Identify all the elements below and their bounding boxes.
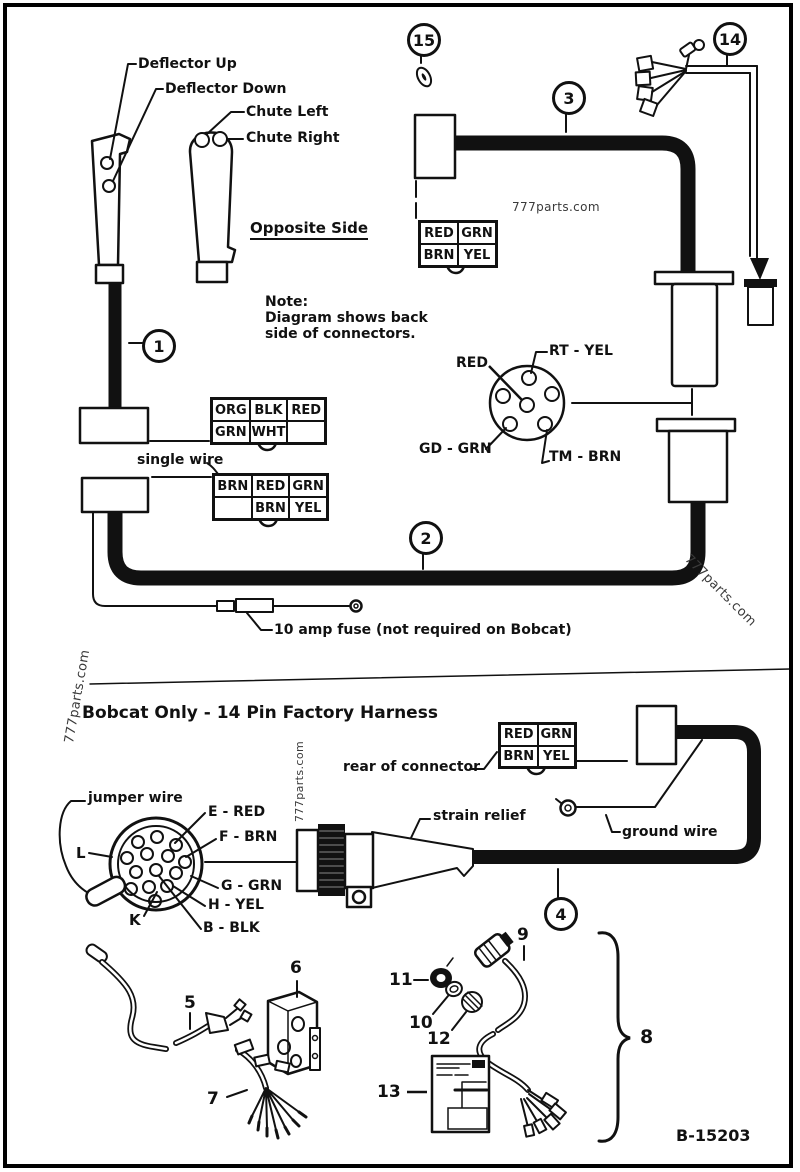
wire-cell: GRN — [212, 421, 250, 443]
callout-9: 9 — [517, 925, 529, 945]
pin-e-label: E - RED — [208, 804, 266, 820]
wire-cell — [214, 497, 252, 519]
wire-cell: RED — [500, 724, 538, 746]
wire-cell: RED — [287, 399, 325, 421]
wire-cell — [287, 421, 325, 443]
main-harness-wire — [107, 500, 706, 586]
round-pin-red-label: RED — [456, 355, 488, 371]
wire-cell: BRN — [214, 475, 252, 497]
deflector-up-label: Deflector Up — [138, 56, 237, 72]
deflector-down-label: Deflector Down — [165, 81, 287, 97]
callout-15: 15 — [407, 23, 441, 57]
callout-5: 5 — [184, 993, 196, 1013]
round-pin-tm-label: TM - BRN — [549, 449, 622, 465]
wire-table-bobcat: RED GRN BRN YEL — [498, 722, 577, 769]
pin-k-label: K — [129, 911, 141, 929]
chute-right-label: Chute Right — [246, 130, 340, 146]
watermark-middle: 777parts.com — [293, 740, 306, 822]
pin-b-label: B - BLK — [203, 920, 260, 936]
callout-12: 12 — [427, 1029, 451, 1049]
bobcat-section-title: Bobcat Only - 14 Pin Factory Harness — [82, 703, 438, 723]
watermark-top: 777parts.com — [512, 200, 601, 214]
wire-cell: BRN — [500, 745, 538, 767]
section-divider — [89, 668, 791, 685]
fuse-label: 10 amp fuse (not required on Bobcat) — [274, 622, 572, 638]
wire-cell: RED — [251, 475, 290, 497]
wire-table-lower-left: BRN RED GRN BRN YEL — [212, 473, 329, 521]
callout-2: 2 — [409, 521, 443, 555]
wire-cell: YEL — [289, 497, 327, 519]
fused-wire — [92, 511, 363, 631]
callout-1: 1 — [142, 329, 176, 363]
wire-cell: YEL — [458, 244, 496, 266]
item8-brace — [597, 931, 631, 1143]
bobcat-section — [204, 704, 761, 909]
callout-10: 10 — [409, 1013, 433, 1033]
opposite-side-label: Opposite Side — [250, 219, 369, 240]
pin-f-label: F - BRN — [219, 829, 278, 845]
control-lever-left — [90, 132, 132, 285]
wire-cell: BRN — [420, 244, 458, 266]
drawing-number: B-15203 — [676, 1126, 751, 1145]
callout-7: 7 — [207, 1089, 219, 1109]
cylindrical-connectors — [571, 270, 737, 504]
note-line2: side of connectors. — [265, 326, 416, 342]
item6-plate — [266, 980, 321, 1076]
round-pin-gd-label: GD - GRN — [419, 441, 492, 457]
round-pin-rt-label: RT - YEL — [549, 343, 613, 359]
wire-cell: YEL — [537, 745, 575, 767]
wire-cell: ORG — [212, 399, 250, 421]
callout-11: 11 — [389, 970, 413, 990]
item5-cable — [85, 943, 253, 1052]
wire-cell: GRN — [537, 724, 575, 746]
strain-relief-label: strain relief — [433, 808, 526, 824]
callout-13: 13 — [377, 1082, 401, 1102]
item13-sheet — [407, 1054, 491, 1134]
pin14-connector-face — [58, 800, 219, 930]
callout-8: 8 — [640, 1026, 654, 1048]
pin-g-label: G - GRN — [221, 878, 283, 894]
callout-6: 6 — [290, 958, 302, 978]
note-block: Note: Diagram shows back side of connect… — [265, 294, 428, 342]
wire-cell: BLK — [249, 399, 288, 421]
control-lever-right — [188, 131, 237, 284]
jumper-wire-label: jumper wire — [88, 790, 183, 806]
note-line1: Diagram shows back — [265, 310, 428, 326]
wire-table-upper-left: ORG BLK RED GRN WHT — [210, 397, 327, 445]
callout-14: 14 — [713, 22, 747, 56]
callout-4: 4 — [544, 897, 578, 931]
item11-nut — [413, 957, 454, 988]
item14-harness — [634, 39, 777, 326]
item10-washer — [432, 980, 463, 1015]
rear-of-connector-label: rear of connector — [343, 759, 481, 775]
grommet — [415, 51, 433, 88]
pin-l-label: L — [76, 844, 86, 862]
wire-cell: WHT — [249, 421, 288, 443]
item3-connector — [413, 110, 696, 271]
item9-cable — [474, 931, 567, 1138]
note-title: Note: — [265, 294, 309, 310]
wire-table-top: RED GRN BRN YEL — [418, 220, 498, 268]
pin-h-label: H - YEL — [208, 897, 264, 913]
wire-cell: RED — [420, 222, 458, 244]
ground-wire-label: ground wire — [622, 824, 718, 840]
wire-cell: GRN — [458, 222, 496, 244]
callout-3: 3 — [552, 81, 586, 115]
round-connector — [485, 351, 566, 464]
item7-harness — [226, 1038, 308, 1140]
wire-cell: BRN — [251, 497, 290, 519]
handle-harness — [78, 283, 219, 514]
single-wire-label: single wire — [137, 452, 224, 468]
chute-left-label: Chute Left — [246, 104, 329, 120]
control-label-leaders — [109, 63, 245, 182]
wire-cell: GRN — [289, 475, 327, 497]
item12-cap — [451, 991, 483, 1031]
